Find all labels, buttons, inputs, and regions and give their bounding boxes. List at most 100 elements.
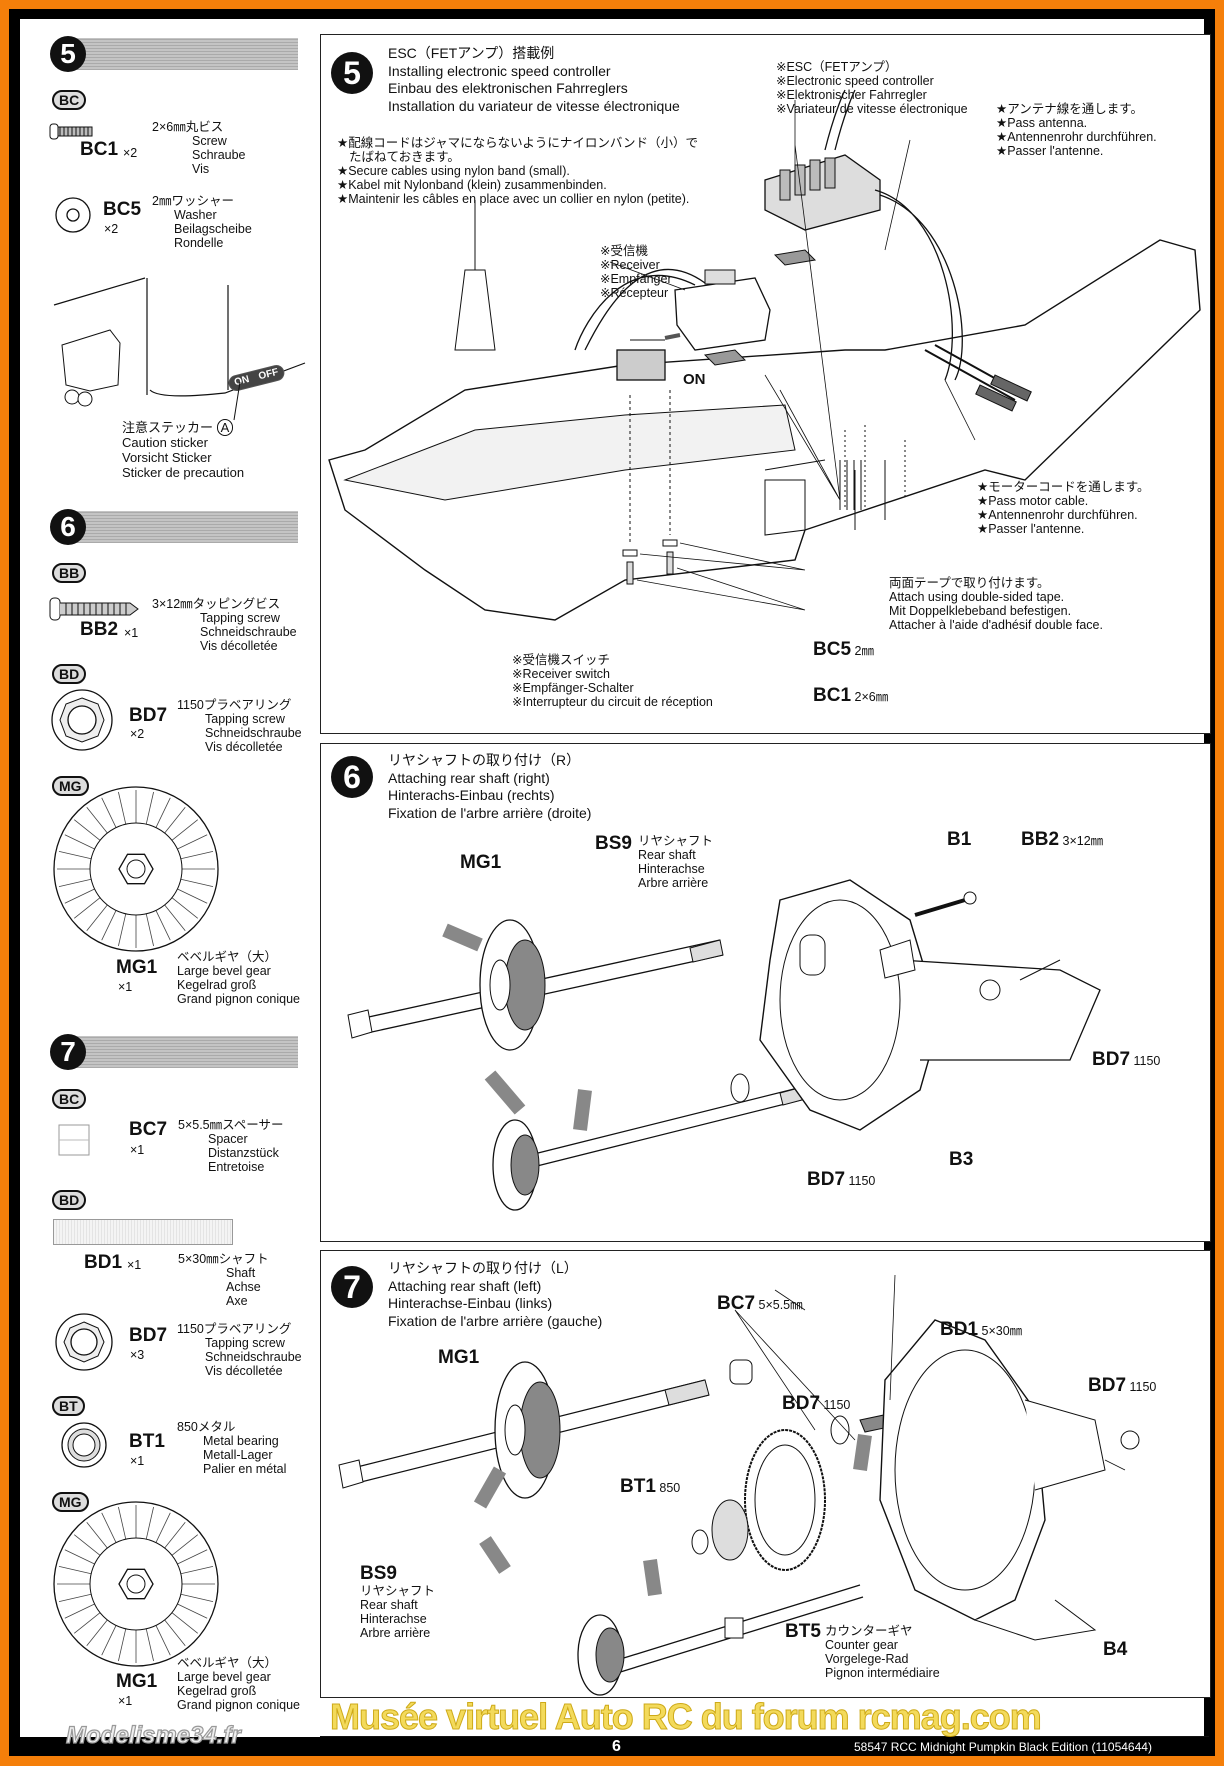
- mg1-label: MG1: [460, 852, 502, 873]
- gear-tooth: [73, 1534, 101, 1556]
- gear-tooth: [180, 851, 214, 860]
- part-bd7-id: BD7: [129, 1325, 168, 1346]
- bag-badge-bd: BD: [52, 1190, 87, 1210]
- step5-header-bar: [70, 38, 298, 70]
- esc-en: ※Electronic speed controller: [776, 74, 934, 88]
- tape-fr: Attacher à l'aide d'adhésif double face.: [889, 618, 1103, 632]
- gear-tooth: [58, 878, 92, 887]
- screw-bc1-icon: [49, 123, 93, 140]
- gear-tooth: [101, 1625, 117, 1656]
- gear-tooth: [58, 1566, 92, 1575]
- b1-label: B1: [947, 829, 972, 850]
- desc-fr: Grand pignon conique: [177, 992, 301, 1006]
- part-mg1-desc: ベベルギヤ（大） Large bevel gear Kegelrad groß …: [177, 1656, 300, 1712]
- desc-de: Achse: [226, 1280, 261, 1294]
- desc-de: Distanzstück: [208, 1146, 279, 1160]
- part-bc1-desc: 2×6㎜丸ビス Screw Schraube Vis: [152, 120, 246, 176]
- receiver-label: ※受信機 ※Receiver ※Empfänger ※Récepteur: [600, 244, 672, 300]
- bc5-callout: BC5 2㎜: [813, 640, 874, 660]
- esc-label: ※ESC（FETアンプ） ※Electronic speed controlle…: [776, 60, 968, 116]
- gear-tooth: [64, 1603, 95, 1619]
- desc-en: Metal bearing: [203, 1434, 279, 1448]
- bc1-size: 2×6㎜: [854, 690, 889, 704]
- bs9-jp: リヤシャフト: [638, 834, 714, 848]
- tape-jp: 両面テープで取り付けます。: [889, 576, 1050, 590]
- bd7-left-callout: BD7 1150: [807, 1170, 875, 1190]
- bd7-mid-callout: BD7 1150: [782, 1394, 850, 1414]
- bt5-de: Vorgelege-Rad: [825, 1652, 909, 1666]
- title-en: Attaching rear shaft (right): [388, 769, 550, 786]
- bb2-size: 3×12㎜: [1062, 834, 1104, 848]
- part-bd7-id: BD7: [129, 705, 168, 726]
- bag-badge-bc: BC: [52, 1089, 87, 1109]
- bs9-de: Hinterachse: [638, 862, 705, 876]
- desc-de: Schneidschraube: [200, 625, 297, 639]
- part-bc1-qty: ×2: [123, 146, 138, 160]
- step7-number: 7: [50, 1034, 86, 1070]
- step5-number: 5: [50, 36, 86, 72]
- desc-en: Tapping screw: [200, 611, 280, 625]
- b4-label: B4: [1103, 1639, 1128, 1660]
- part-bc5-qty: ×2: [104, 222, 119, 236]
- panel7-step-number: 7: [331, 1266, 373, 1308]
- switch-en: ※Receiver switch: [512, 667, 610, 681]
- gear-tooth: [180, 1593, 214, 1602]
- gear-tooth: [164, 1619, 186, 1647]
- desc-de: Kegelrad groß: [177, 978, 257, 992]
- model-info: 58547 RCC Midnight Pumpkin Black Edition…: [854, 1740, 1152, 1754]
- bs9-fr: Arbre arrière: [360, 1626, 431, 1640]
- title-jp: ESC（FETアンプ）搭載例: [388, 45, 555, 61]
- step6-header-bar: [70, 511, 298, 543]
- part-bd7-qty: ×3: [130, 1348, 145, 1362]
- gear-tooth: [155, 1625, 171, 1656]
- bag-badge-bb: BB: [52, 563, 87, 583]
- bd1-callout: BD1 5×30㎜: [940, 1320, 1022, 1340]
- gear-tooth: [86, 1619, 108, 1647]
- desc-jp: 5×5.5㎜スペーサー: [178, 1118, 284, 1132]
- bs9-label: BS9 リヤシャフト Rear shaft Hinterachse Arbre …: [360, 1564, 435, 1641]
- bc7-callout: BC7 5×5.5㎜: [717, 1294, 803, 1314]
- receiver-switch-label: ※受信機スイッチ ※Receiver switch ※Empfänger-Sch…: [512, 653, 713, 709]
- bd7-size: 1150: [1129, 1380, 1157, 1394]
- bevel-gear-mg1-icon: [53, 1501, 219, 1667]
- antenna-jp: ★アンテナ線を通します。: [996, 102, 1143, 116]
- step7-header-bar: [70, 1036, 298, 1068]
- part-bd7-desc: 1150プラベアリング Tapping screw Schneidschraub…: [177, 698, 302, 754]
- part-bc1-id: BC1: [80, 139, 119, 160]
- switch-de: ※Empfänger-Schalter: [512, 681, 634, 695]
- sticker-mark-a: A: [216, 419, 234, 436]
- switch-fr: ※Interrupteur du circuit de réception: [512, 695, 713, 709]
- antenna-label: ★アンテナ線を通します。 ★Pass antenna. ★Antennenroh…: [996, 102, 1157, 158]
- gear-tooth: [101, 1512, 117, 1543]
- bt5-en: Counter gear: [825, 1638, 898, 1652]
- bc7-size: 5×5.5㎜: [758, 1298, 803, 1312]
- gear-tooth: [101, 797, 117, 828]
- gear-tooth: [177, 888, 208, 904]
- motor-jp: ★モーターコードを通します。: [977, 480, 1150, 494]
- bs9-de: Hinterachse: [360, 1612, 427, 1626]
- desc-en: Shaft: [226, 1266, 256, 1280]
- desc-jp: 850メタル: [177, 1420, 236, 1434]
- desc-en: Tapping screw: [205, 712, 285, 726]
- bd7-id: BD7: [782, 1393, 821, 1414]
- footer-rule: [320, 1736, 1209, 1737]
- gear-tooth: [145, 1506, 154, 1540]
- bc5-size: 2㎜: [854, 644, 874, 658]
- bearing-bd7-icon: [55, 1313, 113, 1371]
- gear-tooth: [171, 1534, 199, 1556]
- motor-en: ★Pass motor cable.: [977, 494, 1089, 508]
- part-bd7-qty: ×2: [130, 727, 145, 741]
- gear-tooth: [86, 806, 108, 834]
- panel5-step-number: 5: [331, 52, 373, 94]
- desc-en: Large bevel gear: [177, 1670, 271, 1684]
- gear-tooth: [180, 878, 214, 887]
- bs9-fr: Arbre arrière: [638, 876, 709, 890]
- part-bb2-desc: 3×12㎜タッピングビス Tapping screw Schneidschrau…: [152, 597, 297, 653]
- gear-tooth: [171, 1612, 199, 1634]
- desc-fr: Rondelle: [174, 236, 224, 250]
- caption-jp: 注意ステッカー: [122, 420, 214, 435]
- title-de: Einbau des elektronischen Fahrreglers: [388, 80, 628, 96]
- motor-cord-label: ★モーターコードを通します。 ★Pass motor cable. ★Anten…: [977, 480, 1149, 536]
- tape-de: Mit Doppelklebeband befestigen.: [889, 604, 1072, 618]
- switch-jp: ※受信機スイッチ: [512, 653, 610, 667]
